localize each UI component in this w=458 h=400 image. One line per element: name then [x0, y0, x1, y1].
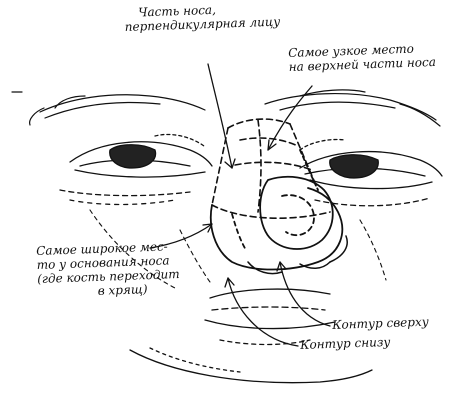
- right-eye: [300, 139, 442, 205]
- label-narrowest-part: Самое узкое место на верхней части носа: [288, 41, 436, 74]
- label-perpendicular-part: Часть носа, перпендикулярная лицу: [124, 1, 280, 34]
- nose-tip: [211, 150, 342, 270]
- left-eyebrow: [12, 92, 205, 125]
- nose-box: [212, 119, 330, 218]
- label-widest-part: Самое широкое мес- то у основания носа (…: [36, 239, 180, 300]
- right-eyebrow: [265, 90, 440, 126]
- left-eye: [60, 134, 212, 204]
- pointer-lines: [150, 64, 330, 346]
